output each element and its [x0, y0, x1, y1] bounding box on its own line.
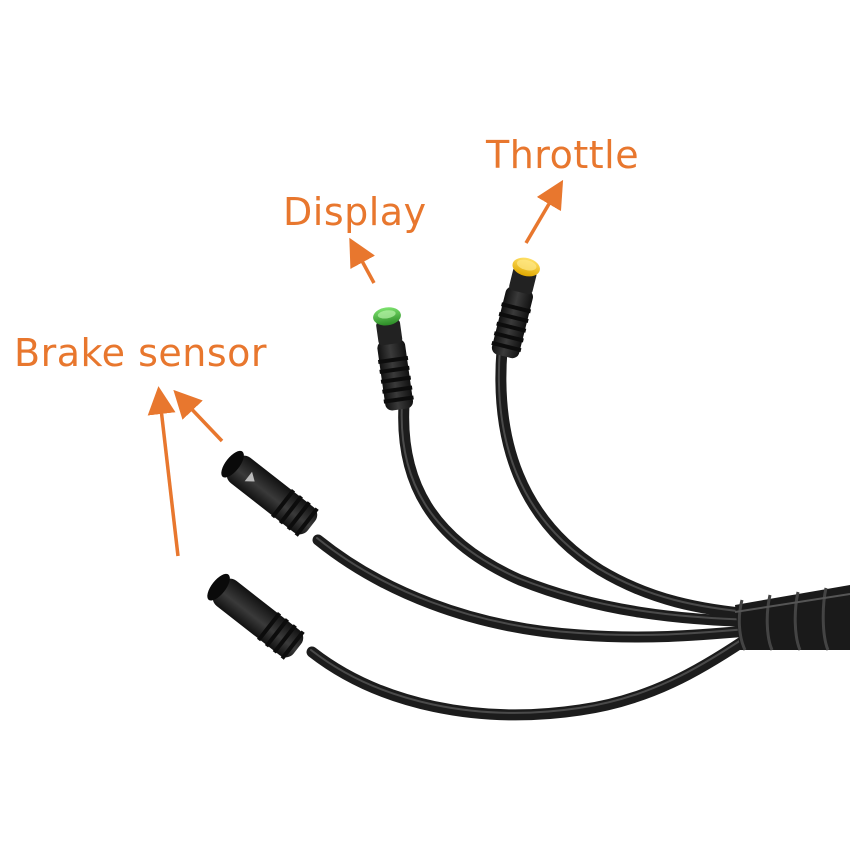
brake-sensor-connector-lower [207, 573, 305, 660]
throttle-label: Throttle [486, 133, 640, 177]
brake-sensor-connector-upper [221, 450, 319, 537]
display-label: Display [283, 190, 427, 234]
brake-sensor-arrow-short [173, 389, 224, 443]
display-cable [398, 399, 766, 628]
throttle-connector [491, 257, 540, 359]
throttle-cable [495, 344, 766, 621]
annotation-arrows [147, 179, 564, 557]
brake-sensor-label: Brake sensor [14, 331, 268, 375]
throttle-arrow [524, 179, 564, 244]
brake-sensor-cable-upper [312, 534, 766, 643]
cables [306, 344, 766, 721]
display-connector [373, 307, 414, 411]
brake-sensor-arrow-long [147, 386, 180, 557]
main-trunk-connector [734, 585, 850, 651]
brake-sensor-cable-lower [306, 634, 751, 721]
display-arrow [349, 237, 376, 284]
